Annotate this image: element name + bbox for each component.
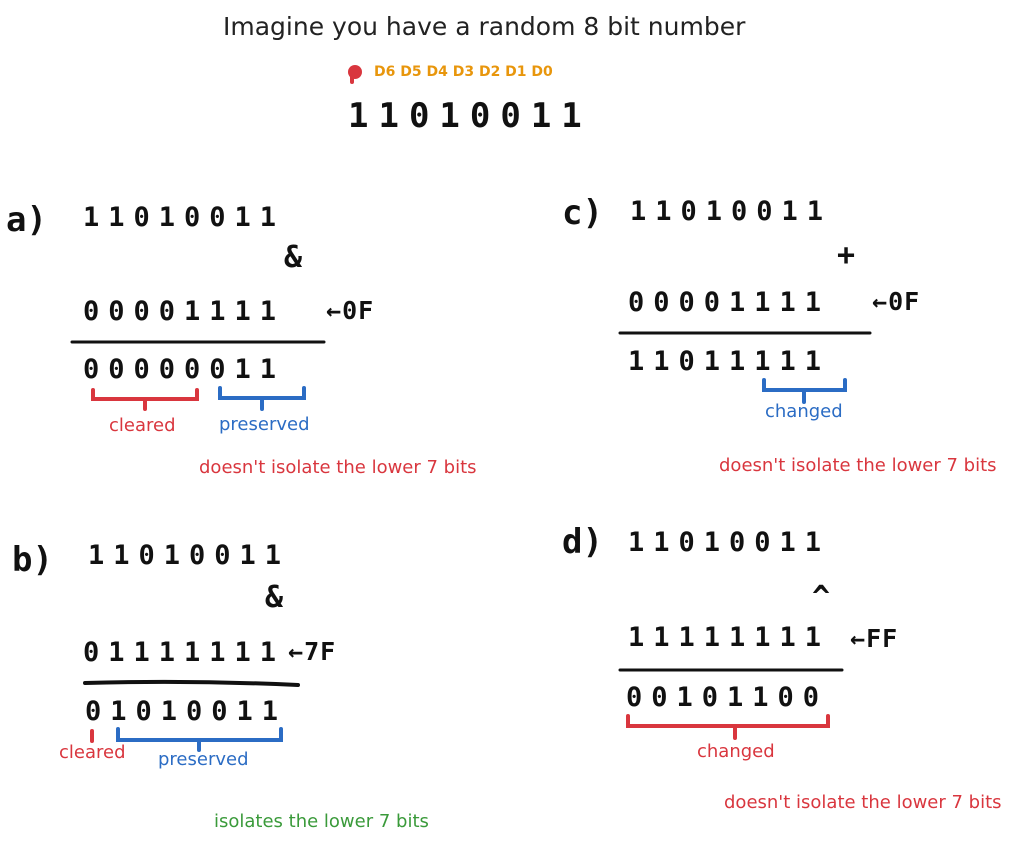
b-cleared-label: cleared [59,742,126,763]
b-verdict: isolates the lower 7 bits [214,811,429,832]
b-operator: & [265,580,284,615]
a-verdict: doesn't isolate the lower 7 bits [199,457,477,478]
a-operator: & [284,240,303,275]
b-hex: 7F [304,637,337,666]
d-changed-label: changed [697,741,775,762]
a-preserved-brace [218,386,306,411]
d-label: d) [562,522,603,562]
a-operand2: 00001111 [83,296,286,327]
a-arrow: ← [326,296,343,325]
b-operand2: 01111111 [83,637,286,668]
original-number: 11010011 [348,96,592,136]
a-cleared-brace [91,388,199,411]
c-operand2: 00001111 [628,287,831,318]
c-changed-brace [762,378,847,404]
d-result: 00101100 [626,682,829,713]
b-result: 01010011 [85,696,288,727]
d-verdict: doesn't isolate the lower 7 bits [724,792,1002,813]
page-title: Imagine you have a random 8 bit number [223,12,746,41]
d-changed-brace [626,714,830,740]
c-changed-label: changed [765,401,843,422]
d-operator: ^ [812,580,831,615]
d-operand1: 11010011 [628,527,831,558]
b-result-line [83,679,300,687]
d-hex: FF [866,624,899,653]
a-label: a) [6,200,47,240]
a-operand1: 11010011 [83,202,286,233]
b-preserved-brace [116,727,283,752]
a-preserved-label: preserved [219,414,310,435]
b-arrow: ← [288,637,305,666]
c-result: 11011111 [628,346,831,377]
d-hex-annotation: ←FF [850,624,898,653]
c-operator: + [837,238,856,273]
d-arrow: ← [850,624,867,653]
bit-labels: D6 D5 D4 D3 D2 D1 D0 [374,64,553,80]
b-operand1: 11010011 [88,540,291,571]
c-operand1: 11010011 [630,196,833,227]
c-label: c) [562,193,603,233]
a-result: 00000011 [83,354,286,385]
c-hex-annotation: ←0F [872,287,920,316]
b-hex-annotation: ←7F [288,637,336,666]
a-cleared-label: cleared [109,415,176,436]
c-arrow: ← [872,287,889,316]
a-hex: 0F [342,296,375,325]
b-label: b) [12,540,53,580]
b-preserved-label: preserved [158,749,249,770]
c-hex: 0F [888,287,921,316]
c-verdict: doesn't isolate the lower 7 bits [719,455,997,476]
a-hex-annotation: ←0F [326,296,374,325]
d-operand2: 11111111 [628,622,831,653]
